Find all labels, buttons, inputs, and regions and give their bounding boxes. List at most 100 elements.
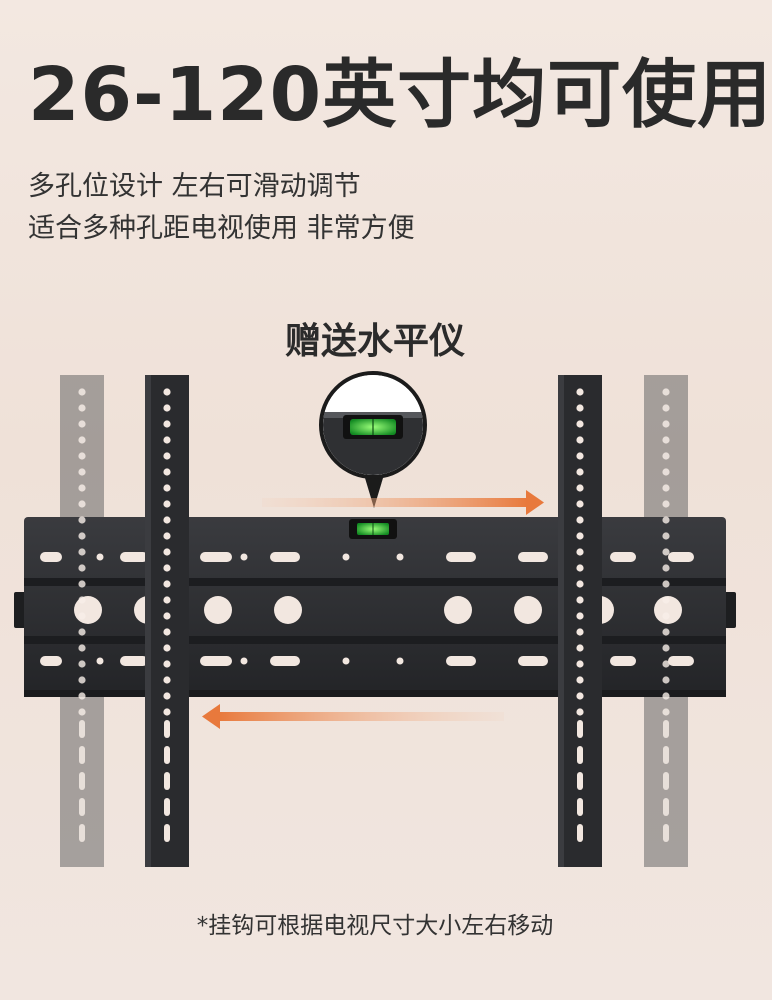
ghost-arm-hole xyxy=(662,436,670,444)
arm-hole xyxy=(576,644,584,652)
plate-hole xyxy=(342,553,350,561)
ghost-arm-hole xyxy=(78,644,86,652)
ghost-arm-hole xyxy=(662,580,670,588)
ghost-arm-slot xyxy=(663,772,669,790)
arm-hole xyxy=(163,660,171,668)
arm-hole xyxy=(163,468,171,476)
plate-slot xyxy=(120,656,148,666)
ghost-arm-hole xyxy=(662,660,670,668)
plate-slot xyxy=(610,656,636,666)
arm-slot xyxy=(164,798,170,816)
plate-hole xyxy=(96,553,104,561)
ghost-arm-hole xyxy=(78,420,86,428)
arm-hole xyxy=(576,500,584,508)
arm-hole xyxy=(576,708,584,716)
headline: 26-120英寸均可使用 xyxy=(28,52,772,138)
plate-slot xyxy=(200,552,232,562)
plate-slot xyxy=(446,656,476,666)
arm-holes xyxy=(78,388,670,842)
level-bubble-icon xyxy=(349,519,397,539)
plate-slot xyxy=(518,656,548,666)
plate-hole xyxy=(274,596,302,624)
plate-slot xyxy=(446,552,476,562)
plate-slot xyxy=(270,552,300,562)
arm-hole xyxy=(576,660,584,668)
ghost-arm-hole xyxy=(78,404,86,412)
arm-hole xyxy=(576,532,584,540)
plate-slot xyxy=(120,552,148,562)
ghost-arm-hole xyxy=(78,436,86,444)
ghost-arm-slot xyxy=(663,798,669,816)
arm-hole xyxy=(163,580,171,588)
ghost-arm-hole xyxy=(78,612,86,620)
subtitle-line-2: 适合多种孔距电视使用 非常方便 xyxy=(28,213,415,244)
ghost-arm-hole xyxy=(662,532,670,540)
ghost-arm-hole xyxy=(662,516,670,524)
arm-hole xyxy=(163,676,171,684)
ghost-arm-hole xyxy=(78,676,86,684)
ghost-arm-hole xyxy=(78,500,86,508)
plate-hole xyxy=(514,596,542,624)
arm-hole xyxy=(163,564,171,572)
ghost-arm-hole xyxy=(662,548,670,556)
arm-hole xyxy=(576,628,584,636)
ghost-arm-hole xyxy=(78,692,86,700)
ghost-arm-slot xyxy=(663,824,669,842)
ghost-arm-slot xyxy=(79,824,85,842)
slide-left-arrow-icon xyxy=(202,704,504,729)
ghost-arm-hole xyxy=(78,628,86,636)
plate-hole xyxy=(396,553,404,561)
plate-slot xyxy=(200,656,232,666)
slide-right-arrow-icon xyxy=(262,490,544,515)
ghost-arm-hole xyxy=(78,564,86,572)
plate-slot xyxy=(668,656,694,666)
ghost-arm-hole xyxy=(78,580,86,588)
ghost-arm-hole xyxy=(78,468,86,476)
plate-slot xyxy=(668,552,694,562)
plate-slot xyxy=(40,552,62,562)
arm-hole xyxy=(163,484,171,492)
ghost-arm-hole xyxy=(662,484,670,492)
ghost-arm-hole xyxy=(662,452,670,460)
arm-slot xyxy=(164,746,170,764)
arm-hole xyxy=(576,580,584,588)
ghost-arm-hole xyxy=(662,420,670,428)
ghost-arm-hole xyxy=(662,564,670,572)
ghost-arm-hole xyxy=(78,516,86,524)
plate-slot xyxy=(610,552,636,562)
arm-hole xyxy=(163,708,171,716)
arm-slot xyxy=(164,824,170,842)
arm-hole xyxy=(576,692,584,700)
gift-label: 赠送水平仪 xyxy=(284,321,465,362)
arm-hole xyxy=(163,420,171,428)
arm-slot xyxy=(577,772,583,790)
ghost-arm-slot xyxy=(79,772,85,790)
arm-hole xyxy=(163,500,171,508)
ghost-arm-slot xyxy=(663,746,669,764)
tv-bracket-illustration xyxy=(14,371,736,867)
arm-hole xyxy=(163,532,171,540)
arm-slot xyxy=(577,798,583,816)
arm-hole xyxy=(576,612,584,620)
ghost-arm-hole xyxy=(78,548,86,556)
arm-hole xyxy=(576,564,584,572)
wall-plate xyxy=(14,517,736,697)
footnote: *挂钩可根据电视尺寸大小左右移动 xyxy=(196,913,554,939)
arm-hole xyxy=(163,548,171,556)
ghost-arm-hole xyxy=(662,708,670,716)
ghost-arm-slot xyxy=(79,798,85,816)
ghost-arm-hole xyxy=(662,468,670,476)
plate-hole xyxy=(240,553,248,561)
ghost-arm-hole xyxy=(662,404,670,412)
ghost-arm-slot xyxy=(79,746,85,764)
arm-slot xyxy=(164,772,170,790)
arm-hole xyxy=(576,420,584,428)
arm-hole xyxy=(163,436,171,444)
plate-hole xyxy=(96,657,104,665)
ghost-arm-hole xyxy=(662,644,670,652)
arm-slot xyxy=(577,720,583,738)
arm-hole xyxy=(163,388,171,396)
arm-hole xyxy=(576,484,584,492)
ghost-arm-hole xyxy=(78,660,86,668)
arm-hole xyxy=(163,628,171,636)
